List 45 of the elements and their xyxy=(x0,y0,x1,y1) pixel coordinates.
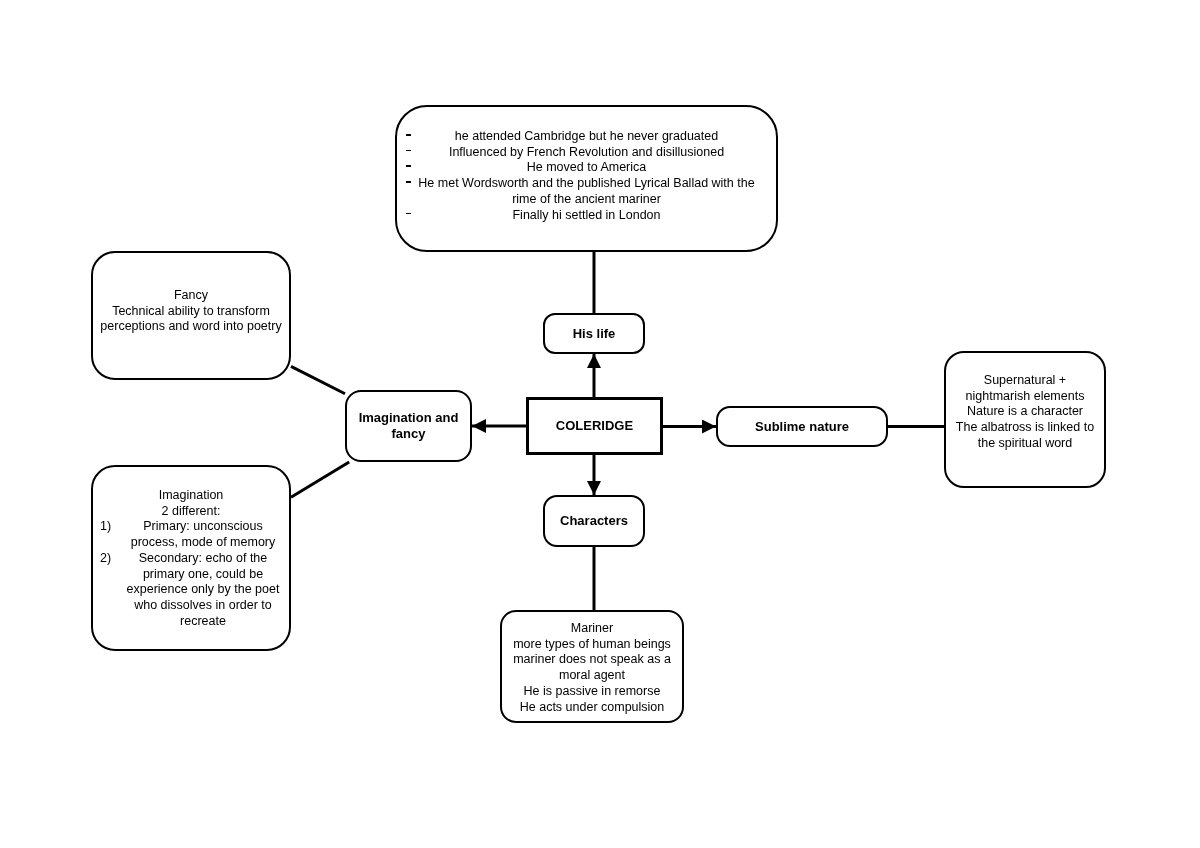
note-box xyxy=(500,610,684,723)
topic-box xyxy=(543,313,645,354)
arrow xyxy=(587,354,601,397)
topic-box xyxy=(716,406,888,447)
list-number: 1) xyxy=(100,519,113,536)
note-box xyxy=(944,351,1106,488)
arrow xyxy=(472,419,526,433)
connector-line xyxy=(592,547,596,610)
list-item-text: He met Wordsworth and the published Lyrical Ballad with the rime of the ancient mariner xyxy=(417,176,756,208)
topic-label: Characters xyxy=(560,513,628,529)
connector-line xyxy=(592,252,596,313)
note-text: 2 different: xyxy=(161,503,221,520)
topic-label: His life xyxy=(572,325,616,342)
note-box xyxy=(395,105,778,252)
list-item-text: Primary: unconscious process, mode of memory xyxy=(129,519,277,551)
connector-line xyxy=(888,425,944,428)
list-item-text: Influenced by French Revolution and disillusioned xyxy=(448,144,725,161)
arrow xyxy=(663,419,716,434)
list-item-text: He moved to America xyxy=(526,160,647,177)
note-heading: Imagination xyxy=(158,488,224,504)
note-text: The albatross is linked to the spiritual word xyxy=(954,420,1096,452)
note-box xyxy=(91,251,291,380)
note-text: He is passive in remorse xyxy=(523,683,661,700)
note-text: mariner does not speak as a moral agent xyxy=(512,652,672,684)
note-heading: Mariner xyxy=(570,621,614,637)
arrow xyxy=(587,455,601,495)
list-item-text: Finally hi settled in London xyxy=(512,207,661,224)
topic-box xyxy=(543,495,645,547)
list-item-text: he attended Cambridge but he never graduated xyxy=(454,129,719,145)
note-text: Technical ability to transform perceptions and word into poetry xyxy=(99,303,283,336)
connector-line xyxy=(290,364,346,396)
note-text: He acts under compulsion xyxy=(519,699,665,716)
list-item-text: Secondary: echo of the primary one, could be experience only by the poet who dissolves in order to recreate xyxy=(125,550,281,630)
central-topic-box xyxy=(526,397,663,455)
note-text: Supernatural + nightmarish elements xyxy=(964,373,1086,405)
topic-box xyxy=(345,390,472,462)
connector-line xyxy=(290,460,350,499)
note-text: Nature is a character xyxy=(967,404,1083,421)
topic-label: COLERIDGE xyxy=(555,418,634,434)
note-heading: Fancy xyxy=(173,288,208,304)
note-box xyxy=(91,465,291,651)
topic-label: Sublime nature xyxy=(755,418,849,435)
list-number: 2) xyxy=(100,550,113,567)
topic-label: Imagination and fancy xyxy=(357,410,460,442)
note-text: more types of human beings xyxy=(513,636,671,653)
